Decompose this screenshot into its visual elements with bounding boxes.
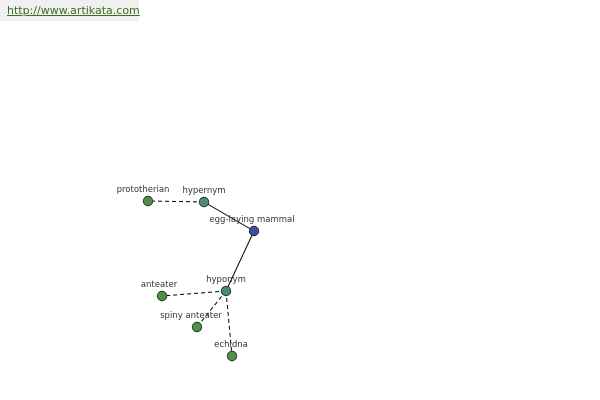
label-prototherian[interactable]: prototherian xyxy=(117,185,170,195)
label-anteater[interactable]: anteater xyxy=(141,280,178,290)
node-hypernym[interactable] xyxy=(198,196,210,208)
node-hyponym[interactable] xyxy=(220,285,232,297)
nodes-layer xyxy=(142,195,260,362)
label-echidna[interactable]: echidna xyxy=(214,340,248,350)
node-egg-laying-mammal[interactable] xyxy=(248,225,260,237)
label-egg-laying-mammal[interactable]: egg-laying mammal xyxy=(209,215,294,225)
label-hyponym[interactable]: hyponym xyxy=(206,275,246,285)
node-spiny-anteater[interactable] xyxy=(191,321,203,333)
edge-egg-laying-mammal-hyponym xyxy=(225,230,255,292)
edge-hypernym-prototherian xyxy=(147,200,205,203)
edge-egg-laying-mammal-hypernym xyxy=(203,201,255,232)
label-hypernym[interactable]: hypernym xyxy=(182,186,225,196)
edge-hyponym-echidna xyxy=(225,290,233,357)
edge-hyponym-spiny-anteater xyxy=(196,290,227,328)
edge-hyponym-anteater xyxy=(161,290,227,297)
url-bar: http://www.artikata.com xyxy=(0,0,140,21)
node-anteater[interactable] xyxy=(156,290,168,302)
node-echidna[interactable] xyxy=(226,350,238,362)
labels-layer: egg-laying mammal hypernym hyponym protothe… xyxy=(117,185,295,350)
node-prototherian[interactable] xyxy=(142,195,154,207)
site-url-link[interactable]: http://www.artikata.com xyxy=(7,4,140,17)
edges-layer xyxy=(147,200,255,357)
label-spiny-anteater[interactable]: spiny anteater xyxy=(160,311,222,321)
